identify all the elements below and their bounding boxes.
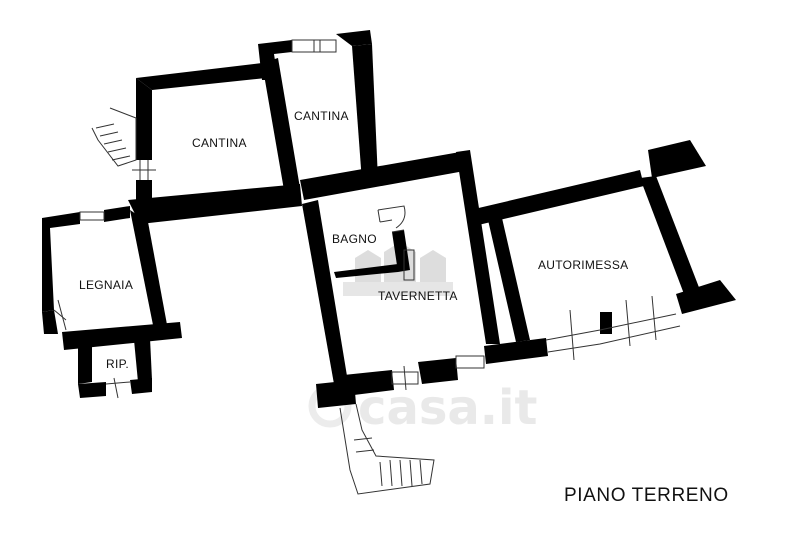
plan-title: PIANO TERRENO <box>564 485 729 506</box>
room-label-legnaia: LEGNAIA <box>79 278 133 292</box>
room-label-autorimessa: AUTORIMESSA <box>538 258 628 272</box>
room-label-rip: RIP. <box>106 357 129 371</box>
legnaia-walls <box>42 206 182 350</box>
room-label-bagno: BAGNO <box>332 232 377 246</box>
cantina-left-walls <box>136 58 300 200</box>
central-spine-walls <box>128 152 470 224</box>
room-label-cantina-left: CANTINA <box>192 136 247 150</box>
cantina-right-walls <box>258 30 378 182</box>
watermark: casa.it <box>308 242 537 436</box>
room-label-tavernetta: TAVERNETTA <box>378 289 458 303</box>
tavernetta-walls <box>302 150 548 408</box>
autorimessa-walls <box>470 140 736 342</box>
thin-details <box>53 107 681 495</box>
house-logo-icon <box>343 242 453 296</box>
rip-walls <box>78 338 152 398</box>
stair-left-icon <box>91 107 137 167</box>
room-label-cantina-right: CANTINA <box>294 109 349 123</box>
door-bagno-icon <box>377 205 406 229</box>
stair-entrance-icon <box>339 403 435 495</box>
